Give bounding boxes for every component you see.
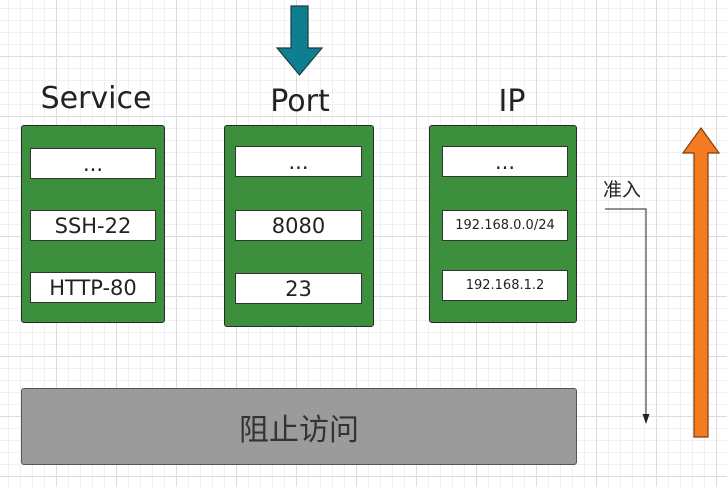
service-item: HTTP-80 (30, 272, 156, 303)
allow-arrow-down-icon (605, 208, 650, 424)
side-arrow-up-icon (681, 126, 721, 438)
top-arrow-down-icon (275, 5, 324, 76)
allow-label: 准入 (603, 179, 642, 201)
port-title: Port (270, 84, 330, 119)
port-item: 8080 (235, 210, 362, 241)
service-item: ... (30, 148, 156, 179)
service-item: SSH-22 (30, 210, 156, 241)
port-item: ... (235, 146, 362, 177)
block-access-bar: 阻止访问 (21, 388, 577, 465)
ip-item: 192.168.1.2 (442, 270, 568, 301)
ip-item: ... (442, 146, 568, 177)
ip-item: 192.168.0.0/24 (442, 210, 568, 241)
ip-title: IP (498, 84, 526, 119)
service-title: Service (40, 81, 152, 116)
port-item: 23 (235, 273, 362, 304)
